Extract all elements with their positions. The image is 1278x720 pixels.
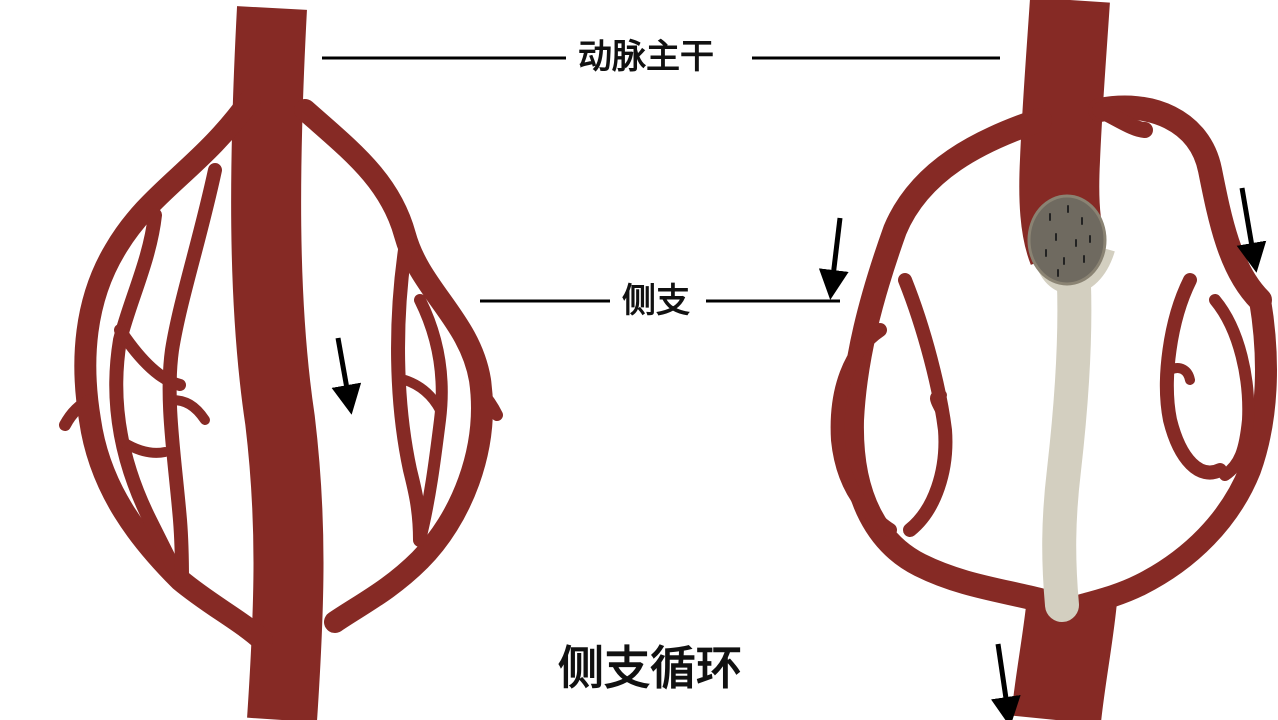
arrow-down-icon — [990, 643, 1021, 720]
left-collateral-branch-left-3 — [115, 435, 170, 458]
arrow-down-icon — [331, 337, 362, 415]
right-collateral-loop-inner-right-2 — [1209, 294, 1255, 481]
left-collateral-loop-inner-right-1 — [391, 243, 427, 547]
left-collateral-branch-left-2 — [167, 395, 210, 425]
main-trunk-label: 动脉主干 — [572, 40, 720, 74]
thrombus-icon — [1027, 194, 1107, 286]
left-collateral-branch-left-1 — [114, 324, 186, 391]
right-collateral-loop-inner-left-2 — [898, 273, 953, 537]
arrow-down-icon — [1236, 187, 1267, 273]
occluded-segment — [1042, 233, 1092, 622]
diagram-title: 侧支循环 — [558, 641, 742, 695]
right-collateral-loop-inner-left-1 — [830, 323, 897, 537]
right-collateral-branch-right-1 — [1165, 363, 1195, 385]
right-collateral-branch-left-1 — [930, 390, 950, 425]
left-collateral-stub-right — [474, 384, 503, 421]
right-collateral-loop-inner-right-1 — [1159, 273, 1227, 480]
left-collateral-stub-left — [59, 394, 96, 431]
left-collateral-branch-right-1 — [400, 375, 445, 415]
right-collateral-arch — [1088, 95, 1272, 312]
left-collateral-loop-outer-right — [294, 99, 493, 633]
collateral-branch-label: 侧支 — [616, 284, 696, 318]
left-collateral-loop-inner-left-2 — [162, 163, 222, 587]
right-collateral-arch-joint — [1092, 102, 1153, 138]
left-collateral-loop-inner-right-2 — [414, 294, 448, 546]
left-main-trunk — [231, 6, 324, 720]
arrow-down-icon — [818, 217, 849, 300]
right-collateral-loop-outer-left — [839, 108, 1052, 612]
normal-artery-group — [59, 6, 503, 720]
left-collateral-loop-inner-left-1 — [109, 208, 187, 587]
right-collateral-loop-outer-right — [1071, 289, 1277, 616]
